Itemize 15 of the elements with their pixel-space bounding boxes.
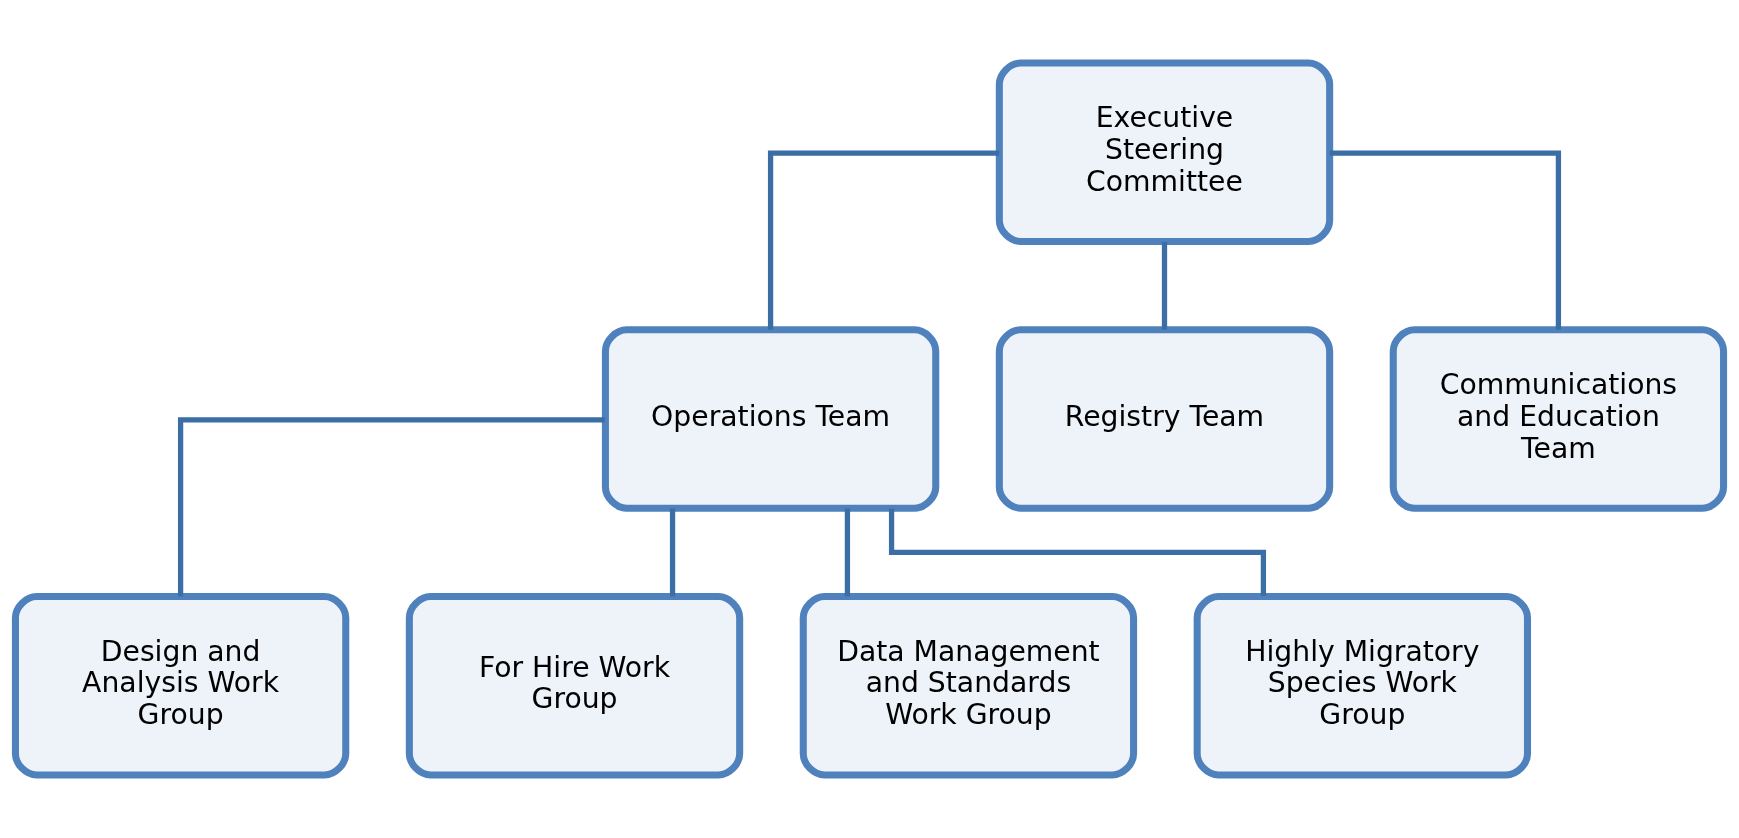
node-box: Design and Analysis Work Group bbox=[11, 593, 350, 779]
node-box: Executive Steering Committee bbox=[995, 59, 1334, 245]
connector bbox=[888, 508, 1267, 597]
node-box: Communications and Education Team bbox=[1389, 326, 1728, 512]
node-box: Registry Team bbox=[995, 326, 1334, 512]
node-box: Highly Migratory Species Work Group bbox=[1193, 593, 1532, 779]
node-box: For Hire Work Group bbox=[405, 593, 744, 779]
connector bbox=[844, 508, 851, 597]
connector bbox=[767, 150, 1000, 330]
connector bbox=[1329, 150, 1562, 330]
node-box: Operations Team bbox=[601, 326, 940, 512]
connector bbox=[1161, 241, 1168, 330]
connector bbox=[177, 417, 605, 597]
node-box: Data Management and Standards Work Group bbox=[799, 593, 1138, 779]
connector bbox=[669, 508, 676, 597]
